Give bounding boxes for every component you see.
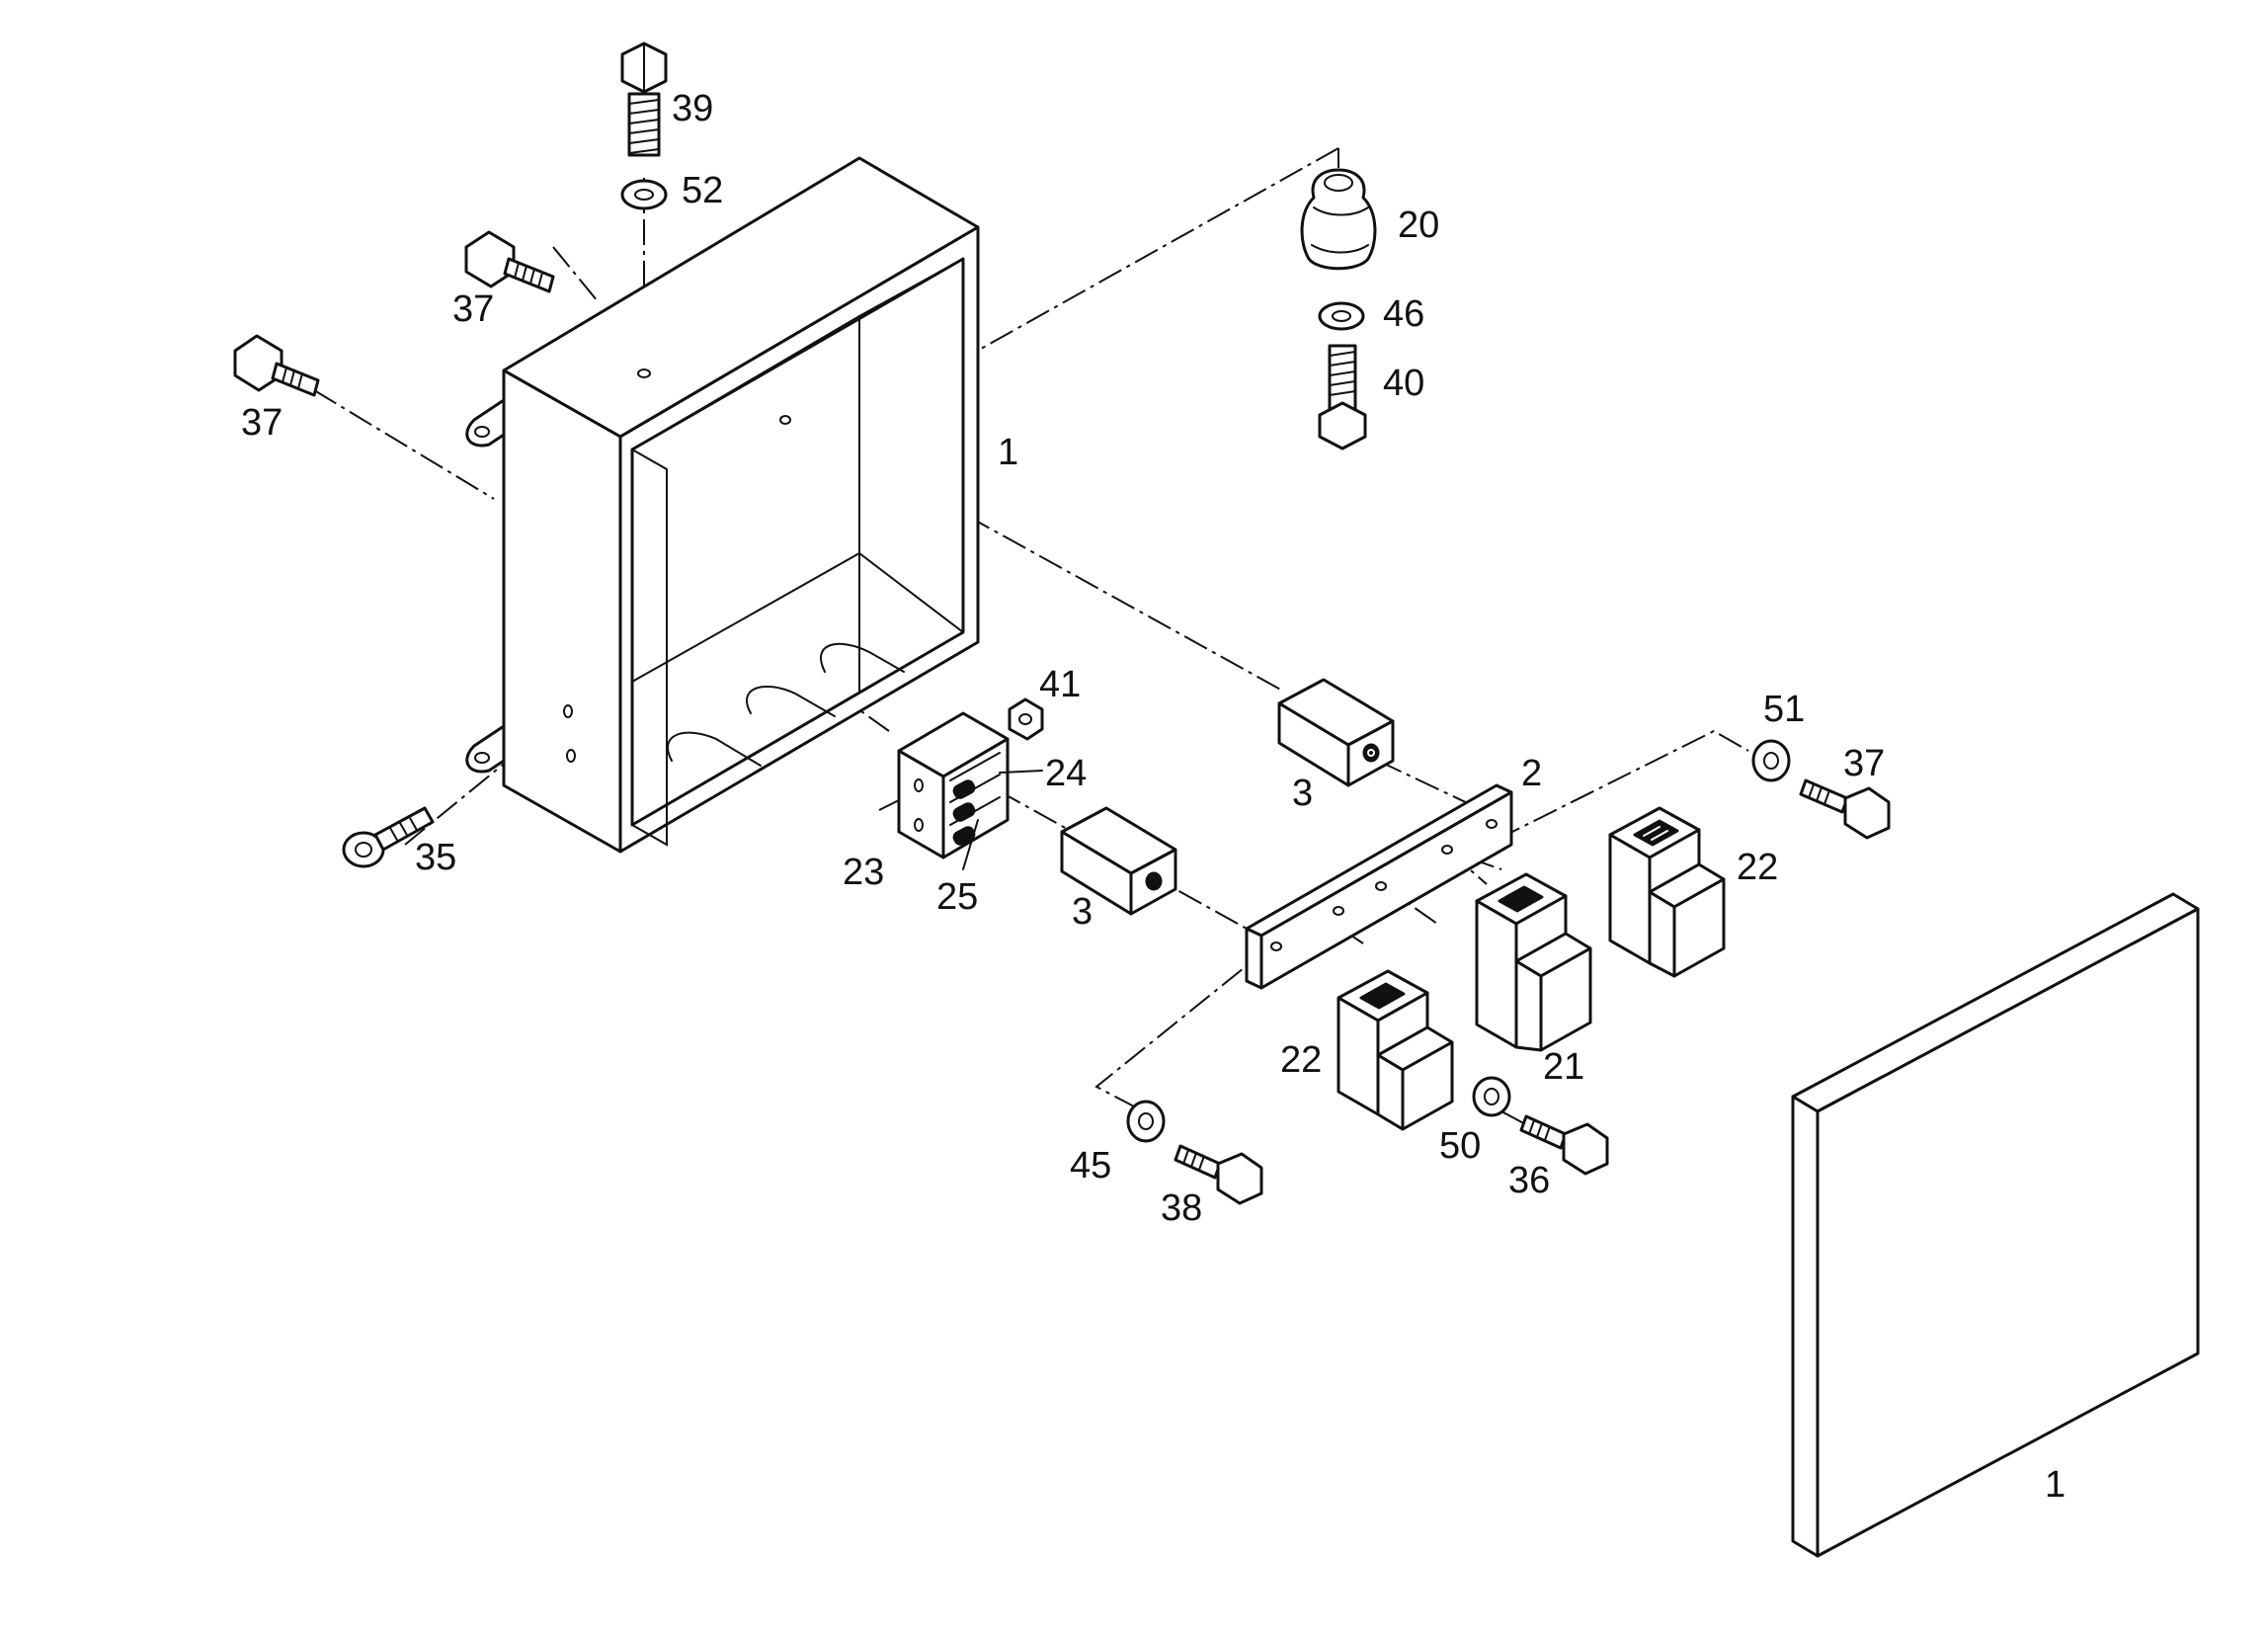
- callout-1-cover: 1: [2045, 1464, 2066, 1506]
- nut-41: [1008, 697, 1044, 741]
- callout-1-housing: 1: [998, 432, 1018, 473]
- hex-bolt-39: [620, 41, 668, 157]
- rubber-mount-20: [1300, 168, 1377, 271]
- washer-50: [1472, 1076, 1511, 1117]
- callout-45: 45: [1070, 1145, 1111, 1186]
- cap-screw-35: [342, 806, 435, 868]
- cover-panel: [1791, 892, 2200, 1558]
- housing-box: [465, 156, 980, 854]
- bolt-37-left: [233, 334, 320, 397]
- callout-22-upper: 22: [1737, 847, 1778, 888]
- washer-45: [1126, 1100, 1166, 1143]
- callout-3-upper: 3: [1292, 773, 1313, 814]
- callout-2: 2: [1521, 753, 1542, 794]
- callout-20: 20: [1398, 204, 1439, 246]
- mounting-bar-2: [1245, 783, 1513, 990]
- callout-37-upper: 37: [452, 288, 494, 330]
- spacer-3-lower: [1060, 806, 1177, 916]
- spacer-3-upper: [1277, 678, 1395, 787]
- callout-35: 35: [415, 837, 456, 878]
- callout-ticks: [962, 770, 1043, 870]
- stud-bolt-40: [1318, 344, 1367, 450]
- callout-37-right: 37: [1843, 743, 1885, 784]
- callout-3-lower: 3: [1072, 891, 1093, 933]
- relay-21: [1475, 872, 1592, 1052]
- callout-51: 51: [1763, 689, 1805, 730]
- callout-21: 21: [1543, 1046, 1584, 1088]
- callout-23: 23: [843, 852, 884, 893]
- callout-46: 46: [1383, 293, 1424, 335]
- callout-37-left: 37: [241, 402, 283, 444]
- callout-25: 25: [936, 876, 978, 918]
- callout-24: 24: [1045, 753, 1087, 794]
- callout-labels: 39 52 37 37 20 46 40 1 41 24 23 25 35 3 …: [241, 88, 2066, 1506]
- relay-22-lower: [1336, 969, 1454, 1131]
- callout-38: 38: [1161, 1187, 1202, 1229]
- bolt-37-right: [1799, 778, 1891, 840]
- washer-51: [1751, 739, 1791, 782]
- callout-50: 50: [1439, 1125, 1481, 1167]
- callout-36: 36: [1508, 1160, 1550, 1201]
- washer-46: [1318, 301, 1365, 331]
- callout-39: 39: [672, 88, 713, 129]
- terminal-block-23: [897, 711, 1010, 859]
- callout-22-lower: 22: [1280, 1039, 1322, 1081]
- callout-40: 40: [1383, 363, 1424, 404]
- washer-52: [620, 179, 668, 210]
- callout-52: 52: [682, 170, 723, 211]
- bolt-37-upper: [464, 230, 555, 293]
- bolt-36: [1519, 1114, 1609, 1176]
- relay-22-upper: [1608, 806, 1726, 978]
- bolt-38: [1174, 1144, 1263, 1205]
- callout-41: 41: [1039, 664, 1081, 705]
